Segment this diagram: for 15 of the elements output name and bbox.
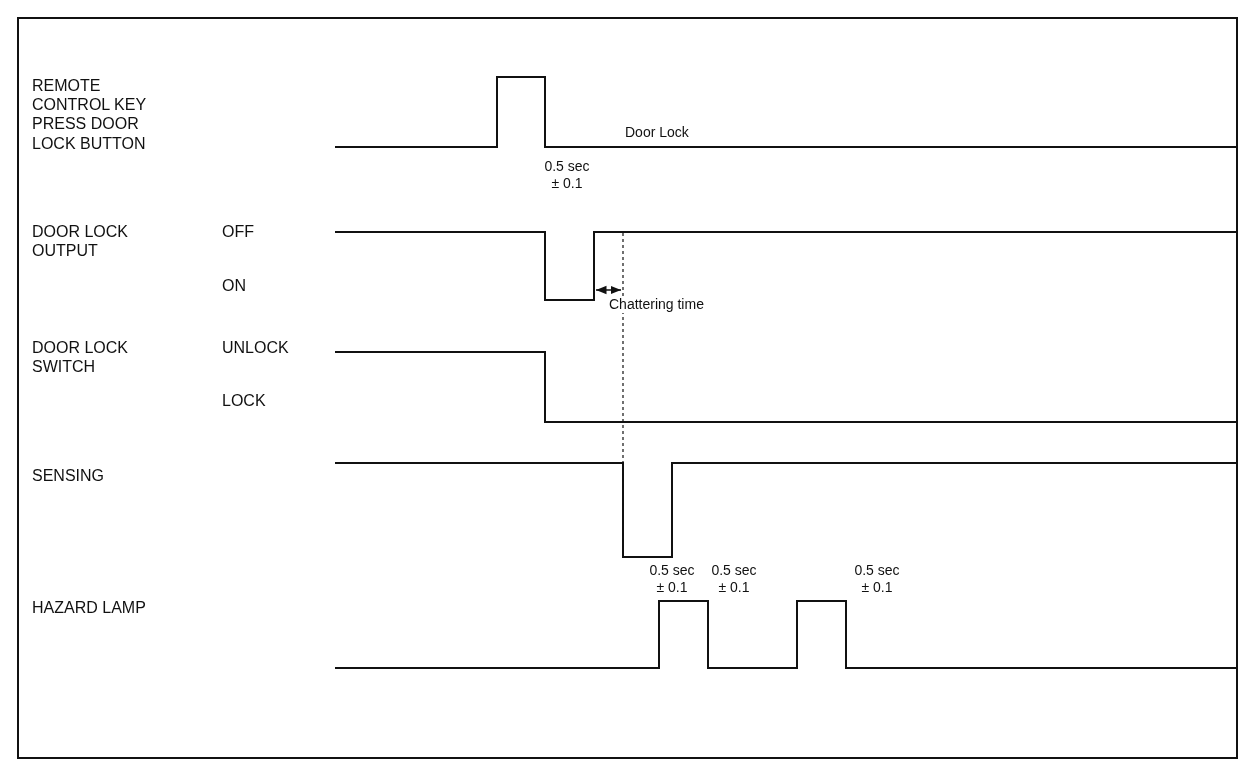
state-label: UNLOCK [222,338,289,358]
annotation-text: Door Lock [625,124,689,141]
timing-label: 0.5 sec ± 0.1 [853,562,901,596]
state-label: ON [222,276,246,296]
state-label: LOCK [222,391,266,411]
annotation-text: Chattering time [609,296,704,313]
signal-name: REMOTE CONTROL KEY PRESS DOOR LOCK BUTTON [32,76,147,153]
state-label: OFF [222,222,254,242]
signal-name: DOOR LOCK SWITCH [32,338,129,377]
signal-name: DOOR LOCK OUTPUT [32,222,129,261]
signal-name: SENSING [32,466,104,486]
timing-label: 0.5 sec ± 0.1 [648,562,696,596]
timing-label: 0.5 sec ± 0.1 [543,158,591,192]
signal-name: HAZARD LAMP [32,598,146,618]
timing-label: 0.5 sec ± 0.1 [710,562,758,596]
